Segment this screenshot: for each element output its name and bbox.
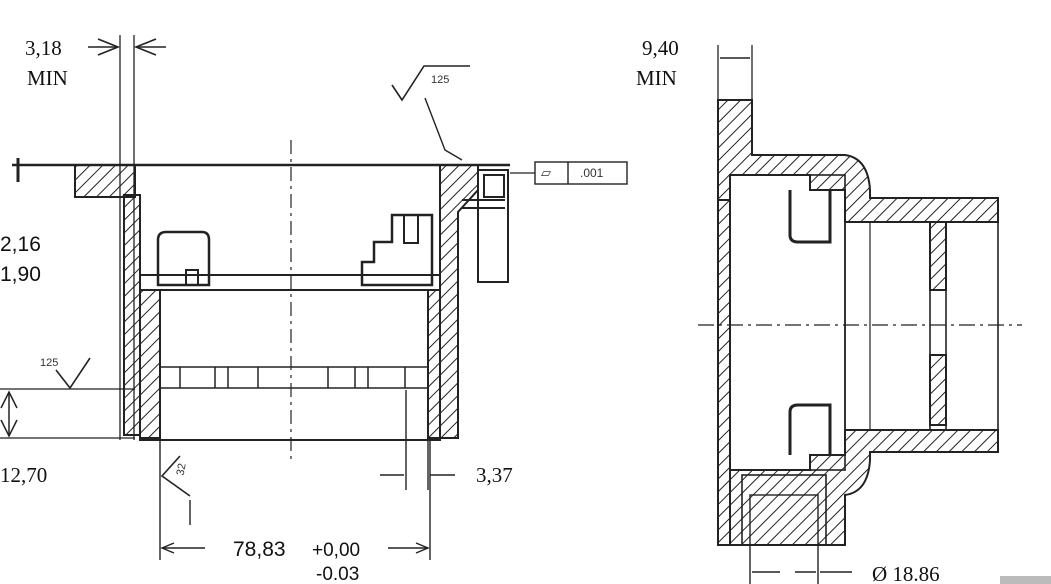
groove-upper xyxy=(788,190,832,244)
wall-dimension-value: 3,37 xyxy=(476,463,513,487)
hatched-flange-lower xyxy=(729,429,999,546)
length-dimension-value: 78,83 xyxy=(233,538,286,561)
surface-finish-top xyxy=(391,65,470,102)
right-stepped-block xyxy=(360,213,434,287)
slot-marks xyxy=(179,367,406,388)
upper-limit-value: 2,16 xyxy=(0,233,41,256)
gap-dimension-arrows xyxy=(88,38,166,56)
flange-min-value: 9,40 xyxy=(642,36,679,60)
right-outer-box xyxy=(477,169,509,283)
hatched-flange-top-left xyxy=(74,164,136,198)
fcf-value: .001 xyxy=(580,166,604,180)
diameter-dimension-value: Ø 18.86 xyxy=(872,562,940,584)
diameter-dimension-line xyxy=(749,545,852,584)
hatched-wall-right xyxy=(427,164,479,439)
height-dimension-value: 12,70 xyxy=(0,463,48,487)
corner-mark xyxy=(1000,576,1051,584)
body-outline-right xyxy=(729,174,846,471)
length-tolerance-plus: +0,00 xyxy=(312,540,361,561)
surface-finish-bottom-value: 32 xyxy=(174,462,189,477)
fcf-symbol: ⏥ xyxy=(541,165,551,180)
length-tolerance-minus: -0.03 xyxy=(316,564,360,584)
wall-dimension-line xyxy=(380,390,455,490)
body-outline xyxy=(139,274,441,441)
hatched-flange-upper xyxy=(717,99,999,223)
surface-finish-leader xyxy=(424,97,463,161)
groove-lower xyxy=(788,403,832,455)
left-tab-block xyxy=(156,230,211,287)
surface-finish-left xyxy=(55,357,91,390)
hatched-wall-left xyxy=(123,194,141,436)
surface-finish-bottom xyxy=(160,455,191,497)
flange-min-note: MIN xyxy=(636,66,677,90)
hatched-inner-wall-upper xyxy=(929,221,947,291)
gap-min-note: MIN xyxy=(27,66,68,90)
section-view-left xyxy=(0,35,628,560)
hatched-inner-wall-left xyxy=(139,289,161,439)
lower-limit-value: 1,90 xyxy=(0,263,41,286)
surface-finish-top-value: 125 xyxy=(431,74,450,86)
height-dimension-arrow xyxy=(0,390,18,438)
section-view-right xyxy=(698,45,1022,584)
length-dimension-line xyxy=(159,440,431,560)
surface-finish-left-value: 125 xyxy=(40,357,59,369)
hatched-inner-wall-lower xyxy=(929,354,947,426)
gap-min-value: 3,18 xyxy=(25,36,62,60)
hatched-flange-left-strip xyxy=(717,199,731,546)
